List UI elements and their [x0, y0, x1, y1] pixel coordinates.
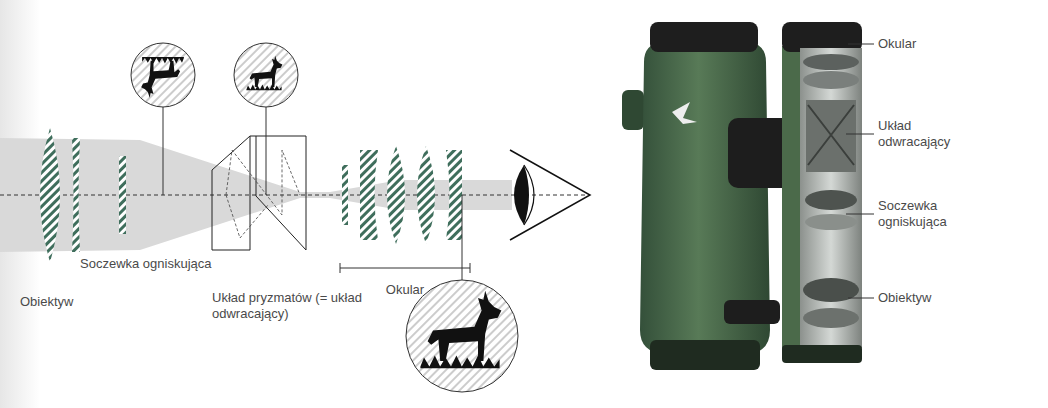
- leader-line: [848, 44, 874, 45]
- eye-symbol: [514, 165, 529, 225]
- prism-light-path: [226, 195, 268, 238]
- part-label: Układ odwracający: [878, 118, 973, 150]
- field-lens: [342, 165, 348, 225]
- image-circle: [131, 43, 195, 107]
- part-label: Obiektyw: [20, 294, 140, 310]
- eyepiece-lens: [417, 146, 435, 244]
- eyepiece-lens: [446, 150, 462, 240]
- part-label: Układ pryzmatów (= układ odwracający): [212, 290, 362, 322]
- part-label: Obiektyw: [878, 290, 1028, 306]
- objective-lens: [72, 138, 80, 252]
- leader-line: [848, 298, 874, 299]
- leader-line: [846, 134, 874, 135]
- leader-line: [846, 214, 874, 215]
- eye-symbol: [510, 150, 590, 240]
- eyepiece-lens: [360, 150, 378, 240]
- bracket: [340, 268, 470, 269]
- lens-label: Soczewka ogniskująca: [878, 198, 973, 230]
- optical-axis: [0, 195, 590, 196]
- image-circle: [234, 43, 298, 107]
- lens-label: Soczewka ogniskująca: [80, 256, 280, 272]
- part-label: Okular: [365, 282, 445, 298]
- prism-light-path: [226, 150, 300, 215]
- part-label: Okular: [878, 36, 1028, 52]
- eyepiece-lens: [387, 146, 405, 244]
- objective-lens: [40, 128, 60, 262]
- bracket: [470, 263, 471, 273]
- binocular-photo: [622, 22, 862, 370]
- leader-line: [266, 107, 267, 195]
- leader-line: [462, 195, 463, 280]
- focusing-lens: [119, 156, 126, 234]
- eye-symbol: [524, 165, 534, 225]
- prism-edge: [250, 136, 256, 137]
- leader-line: [163, 107, 164, 195]
- prism: [256, 136, 306, 250]
- bracket: [340, 263, 341, 273]
